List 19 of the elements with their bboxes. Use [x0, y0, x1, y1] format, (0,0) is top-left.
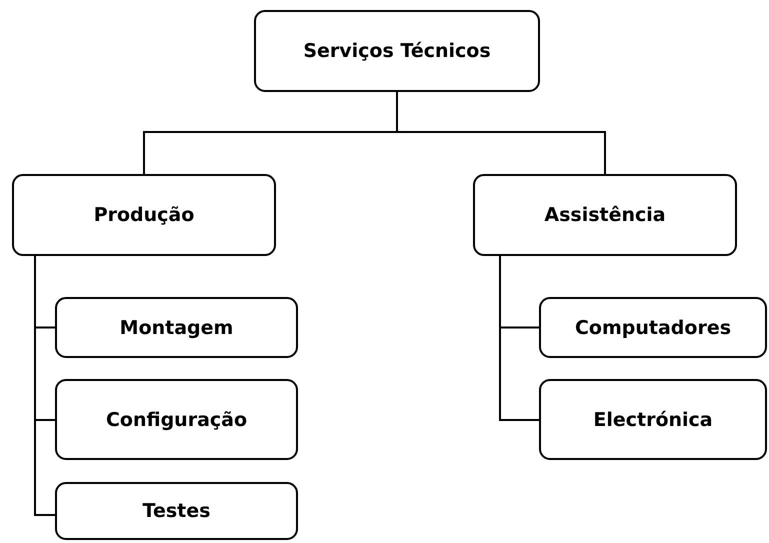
box-label: Configuração [106, 408, 248, 430]
box-label: Assistência [544, 204, 666, 226]
org-box [55, 379, 298, 460]
org-box [55, 297, 298, 358]
org-box [254, 10, 540, 92]
org-box [539, 379, 767, 460]
box-label: Serviços Técnicos [303, 40, 491, 62]
org-box [539, 297, 767, 358]
connector-line [34, 256, 55, 516]
org-box [12, 174, 276, 256]
box-label: Produção [94, 204, 194, 226]
connector-line [396, 92, 606, 174]
org-box [55, 482, 298, 540]
connector-line [499, 256, 539, 421]
box-label: Montagem [120, 316, 234, 338]
org-box [473, 174, 737, 256]
box-label: Electrónica [593, 408, 713, 430]
box-label: Testes [142, 500, 210, 522]
box-label: Computadores [574, 316, 732, 338]
